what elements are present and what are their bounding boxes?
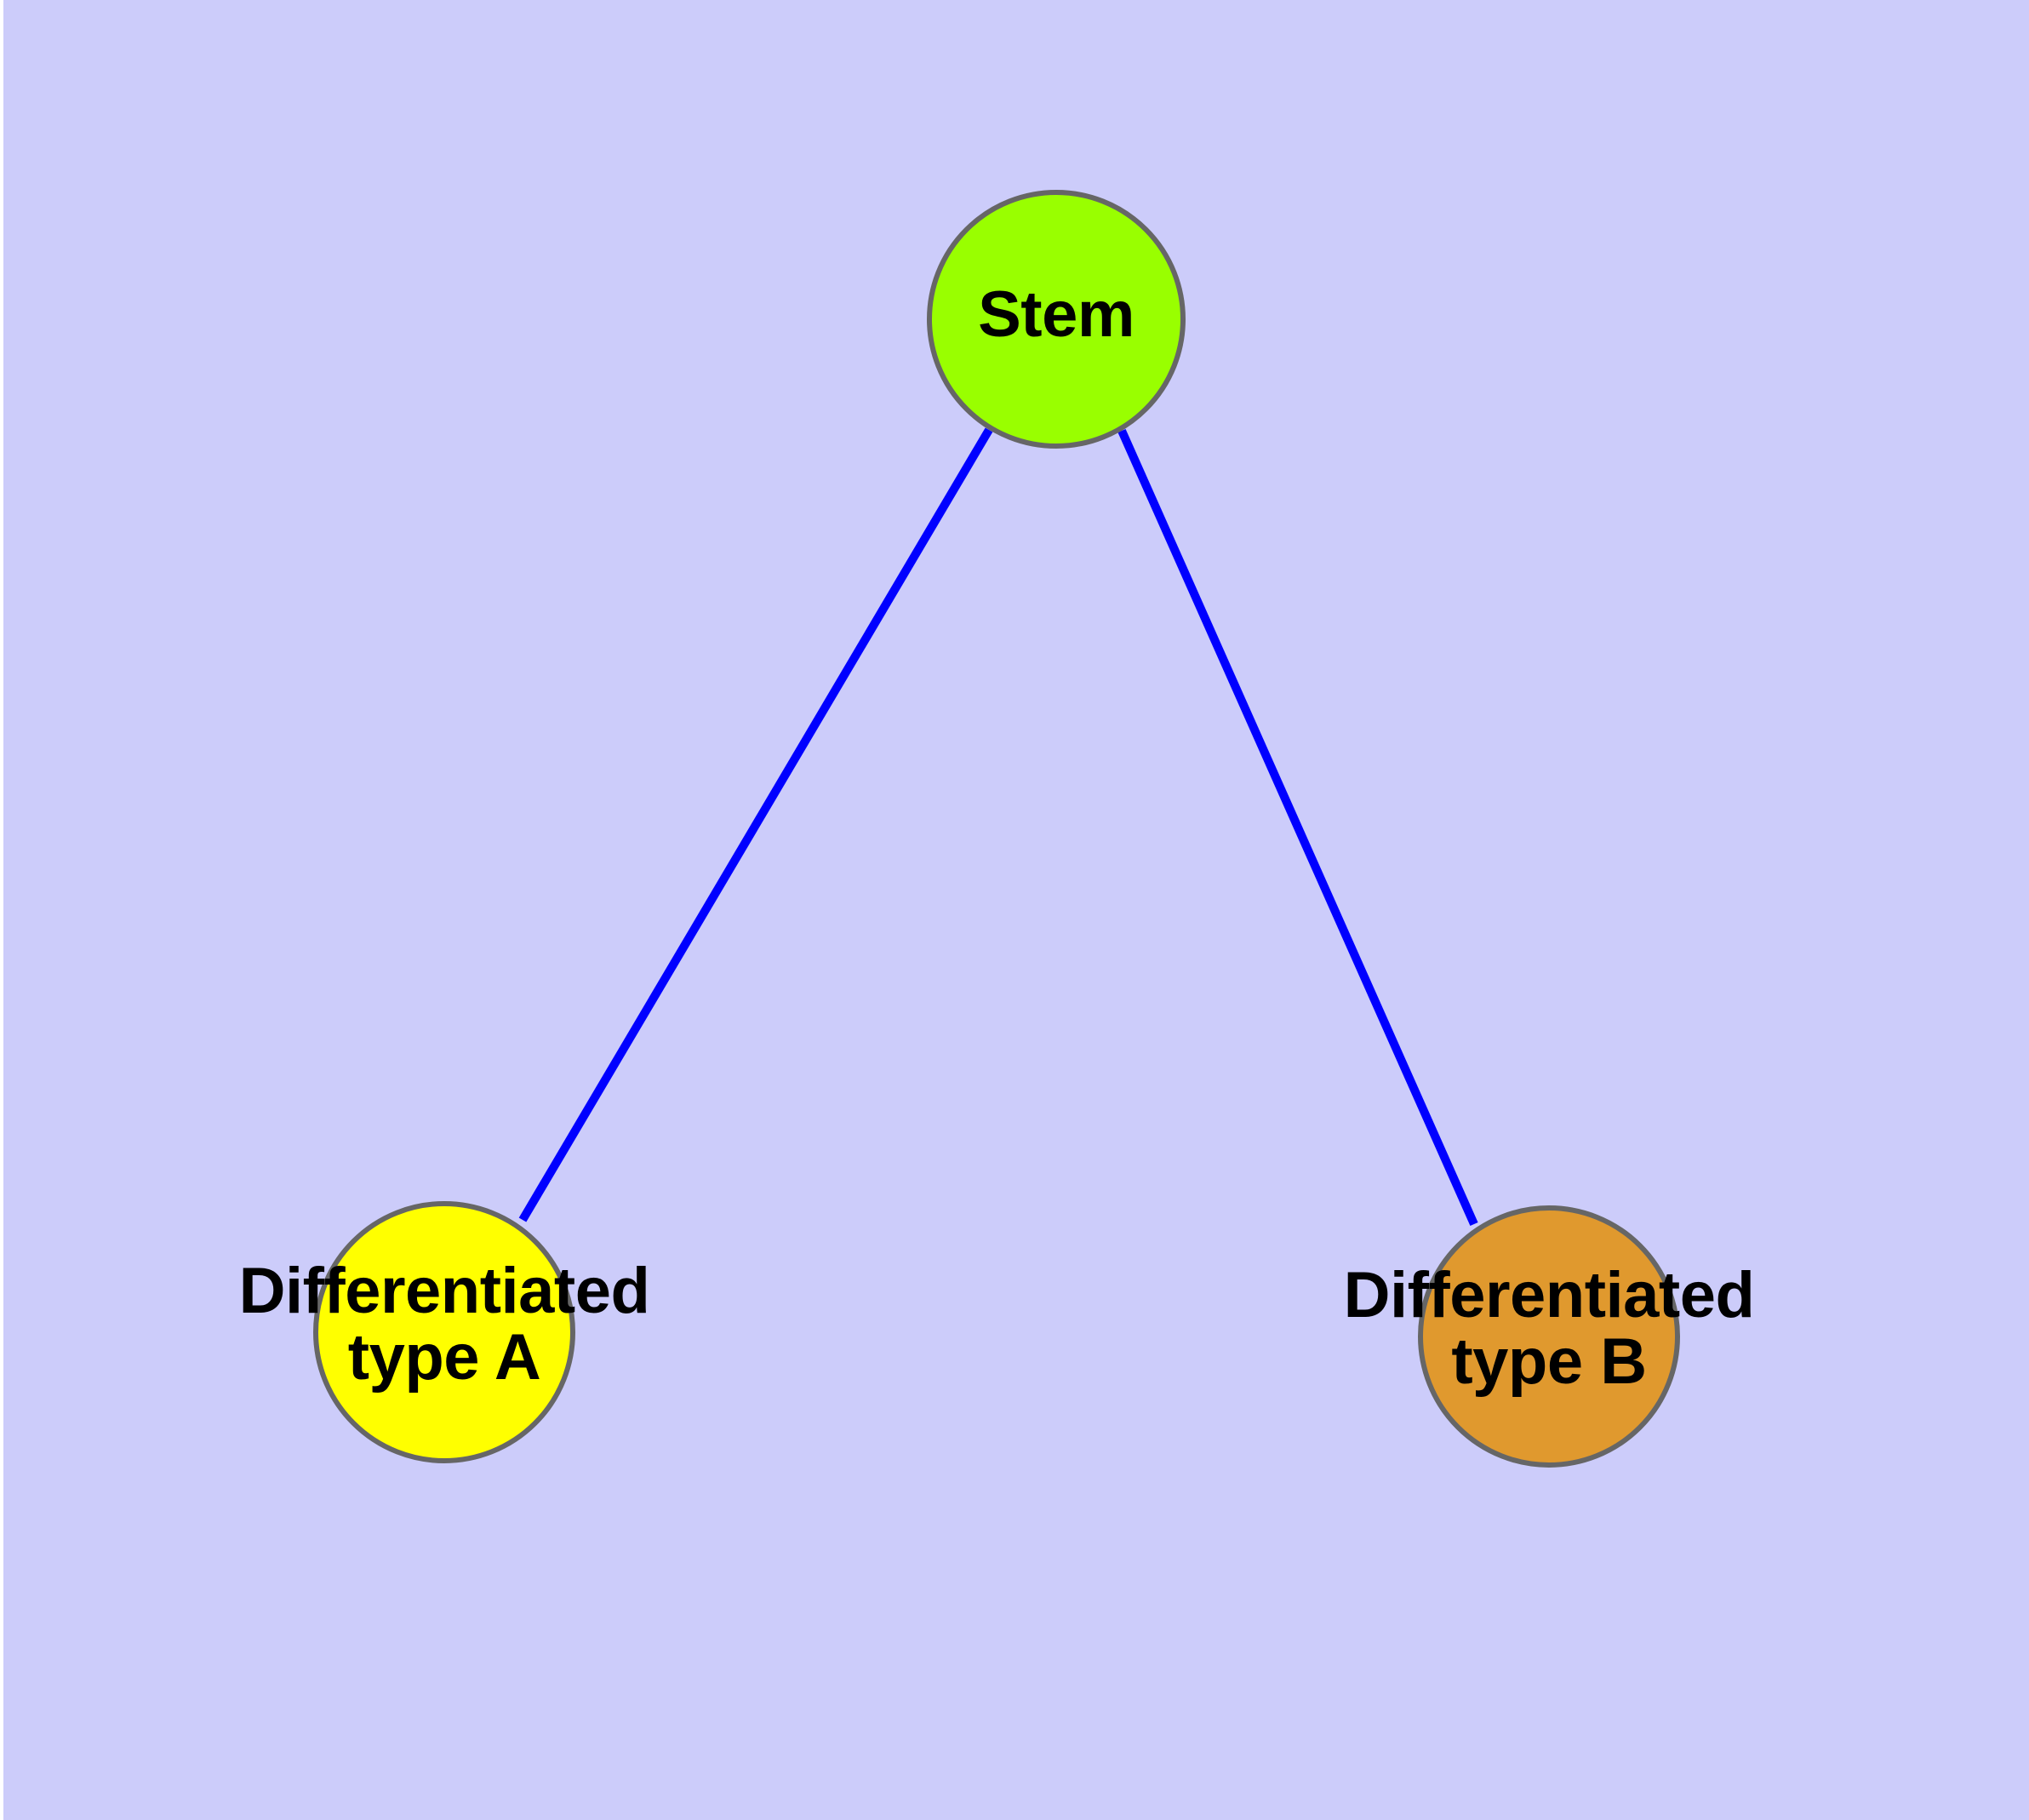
node-stem[interactable]: [927, 190, 1186, 449]
edge-stem-to-diff-a[interactable]: [518, 427, 993, 1222]
node-diff-a[interactable]: [313, 1201, 575, 1463]
edge-group: [518, 427, 1478, 1227]
node-group: [313, 190, 1680, 1468]
node-diff-b[interactable]: [1418, 1205, 1680, 1468]
graph-svg: [313, 190, 1680, 1468]
edge-stem-to-diff-b[interactable]: [1117, 428, 1478, 1227]
